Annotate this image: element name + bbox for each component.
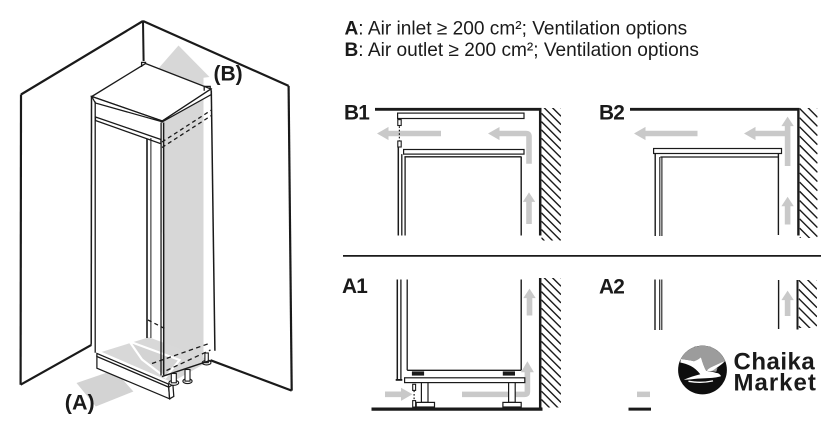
- svg-text:(B): (B): [214, 63, 243, 86]
- svg-text:A2: A2: [599, 276, 624, 299]
- svg-text:Market: Market: [734, 369, 817, 396]
- svg-text:B: Air outlet ≥ 200 cm²; Venti: B: Air outlet ≥ 200 cm²; Ventilation opt…: [345, 40, 699, 61]
- svg-text:B1: B1: [344, 102, 369, 125]
- svg-text:B2: B2: [599, 102, 624, 125]
- svg-text:A1: A1: [342, 275, 367, 298]
- svg-text:(A): (A): [65, 390, 95, 414]
- svg-text:A: Air inlet ≥ 200 cm²; Ventil: A: Air inlet ≥ 200 cm²; Ventilation opti…: [345, 18, 688, 39]
- svg-text:Chaika: Chaika: [734, 348, 816, 375]
